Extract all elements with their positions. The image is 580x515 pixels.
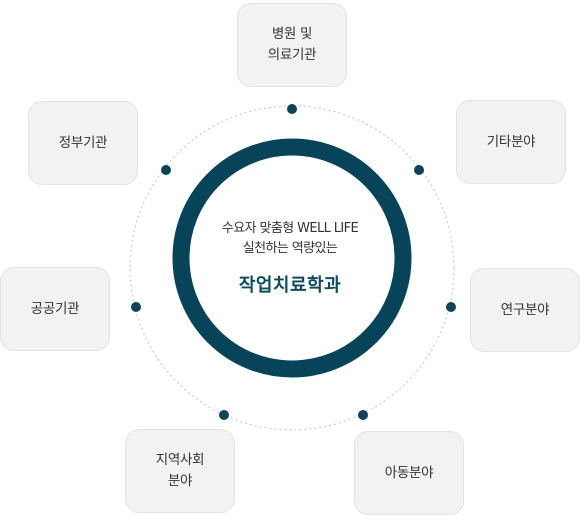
center-subtitle-line1: 수요자 맞춤형 WELL LIFE [221, 220, 359, 236]
center-title: 작업치료학과 [238, 275, 342, 297]
center-subtitle-line2: 실천하는 역량있는 [242, 241, 338, 256]
node-community-line1: 지역사회 [155, 452, 205, 469]
node-government: 정부기관 [28, 101, 138, 185]
orbit-dot-upper-right [414, 165, 424, 175]
node-hospital: 병원 및 의료기관 [237, 3, 347, 87]
node-children-label: 아동분야 [384, 464, 434, 481]
node-community-line2: 분야 [167, 473, 193, 489]
node-other-fields-label: 기타분야 [486, 133, 536, 150]
orbit-dot-left [131, 302, 141, 312]
orbit-dot-top [287, 104, 297, 114]
node-research: 연구분야 [470, 268, 580, 352]
center-ring [172, 138, 412, 378]
node-hospital-line2: 의료기관 [267, 47, 317, 63]
node-research-label: 연구분야 [500, 301, 550, 318]
orbit-dot-lower-right [358, 410, 368, 420]
node-government-label: 정부기관 [58, 134, 108, 151]
node-community: 지역사회 분야 [125, 429, 235, 513]
orbit-dot-right [446, 302, 456, 312]
node-children: 아동분야 [354, 431, 464, 515]
orbit-dot-upper-left [161, 165, 171, 175]
orbit-circle [129, 105, 455, 431]
center-label: 수요자 맞춤형 WELL LIFE 실천하는 역량있는 작업치료학과 [190, 188, 390, 328]
node-other-fields: 기타분야 [456, 100, 566, 184]
node-public-institution-label: 공공기관 [30, 300, 80, 317]
orbit-dot-lower-left [219, 410, 229, 420]
node-public-institution: 공공기관 [0, 267, 110, 351]
node-hospital-line1: 병원 및 [271, 26, 313, 43]
